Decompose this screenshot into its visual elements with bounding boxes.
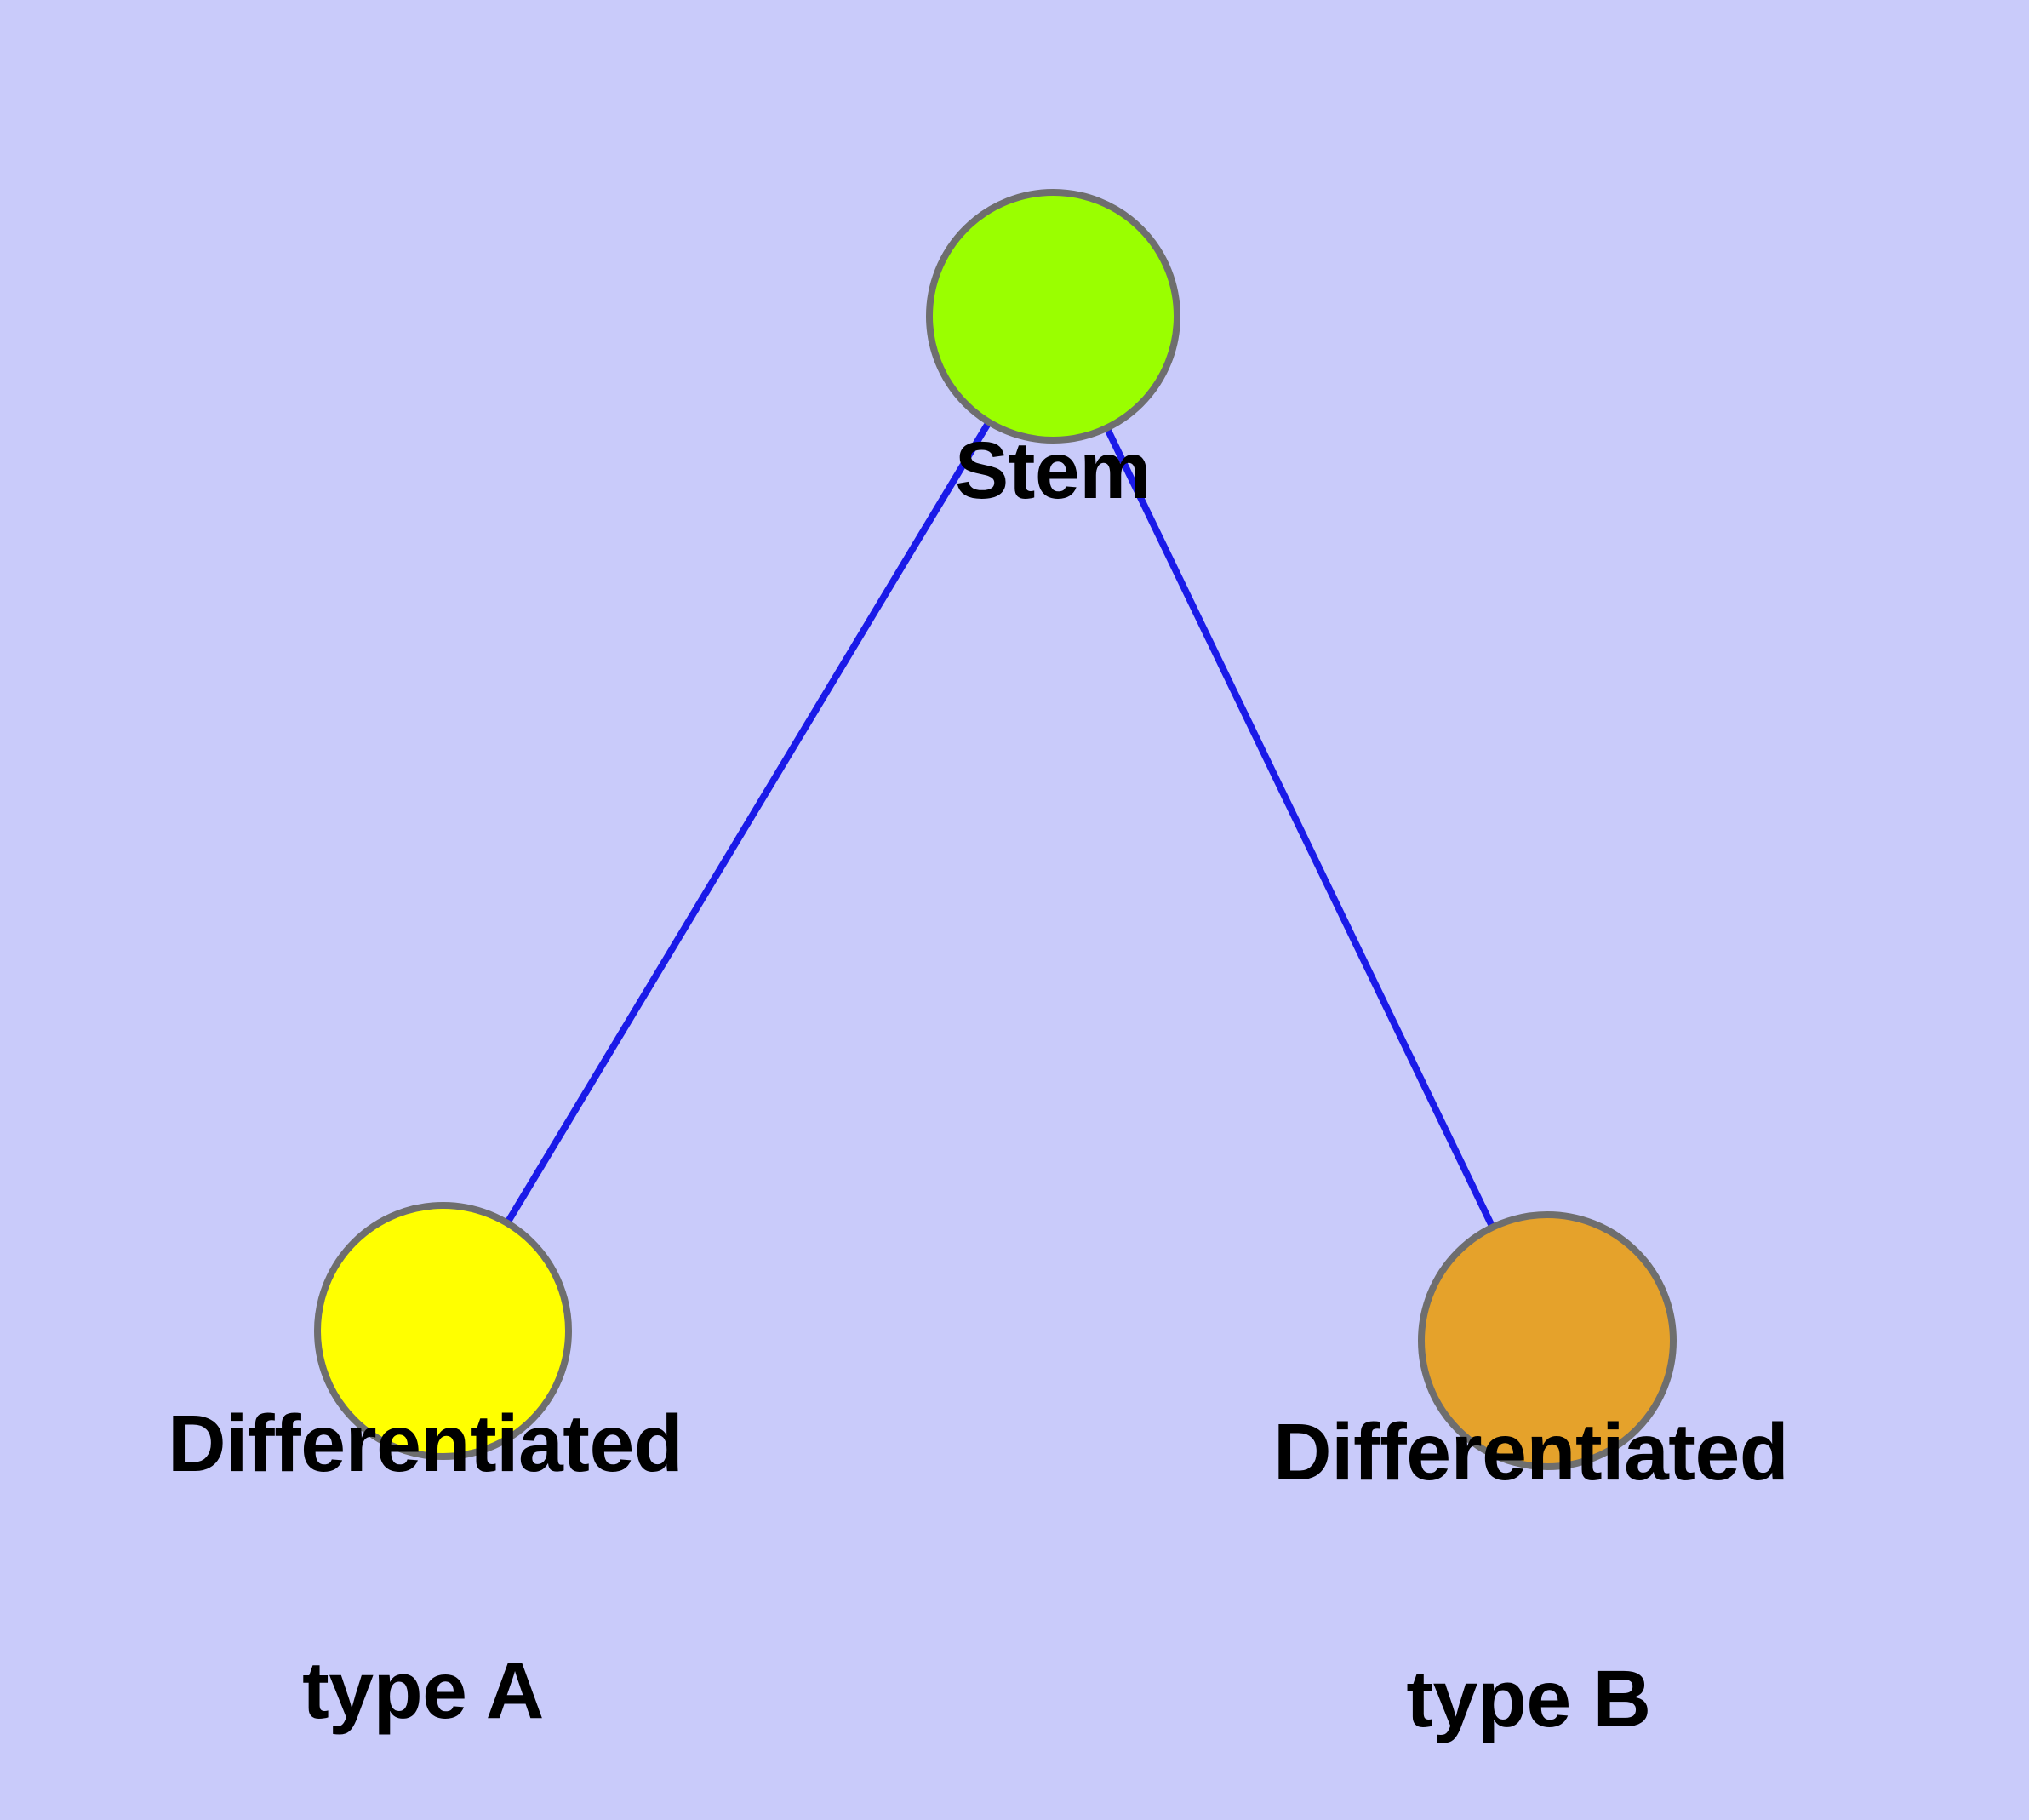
node-differentiated-type-b[interactable] (1418, 1211, 1677, 1470)
edge-stem-to-differentiated-type-a (439, 313, 1056, 1333)
node-stem[interactable] (926, 189, 1180, 444)
edge-stem-to-differentiated-type-b (1049, 314, 1551, 1342)
node-differentiated-type-a[interactable] (314, 1202, 572, 1460)
